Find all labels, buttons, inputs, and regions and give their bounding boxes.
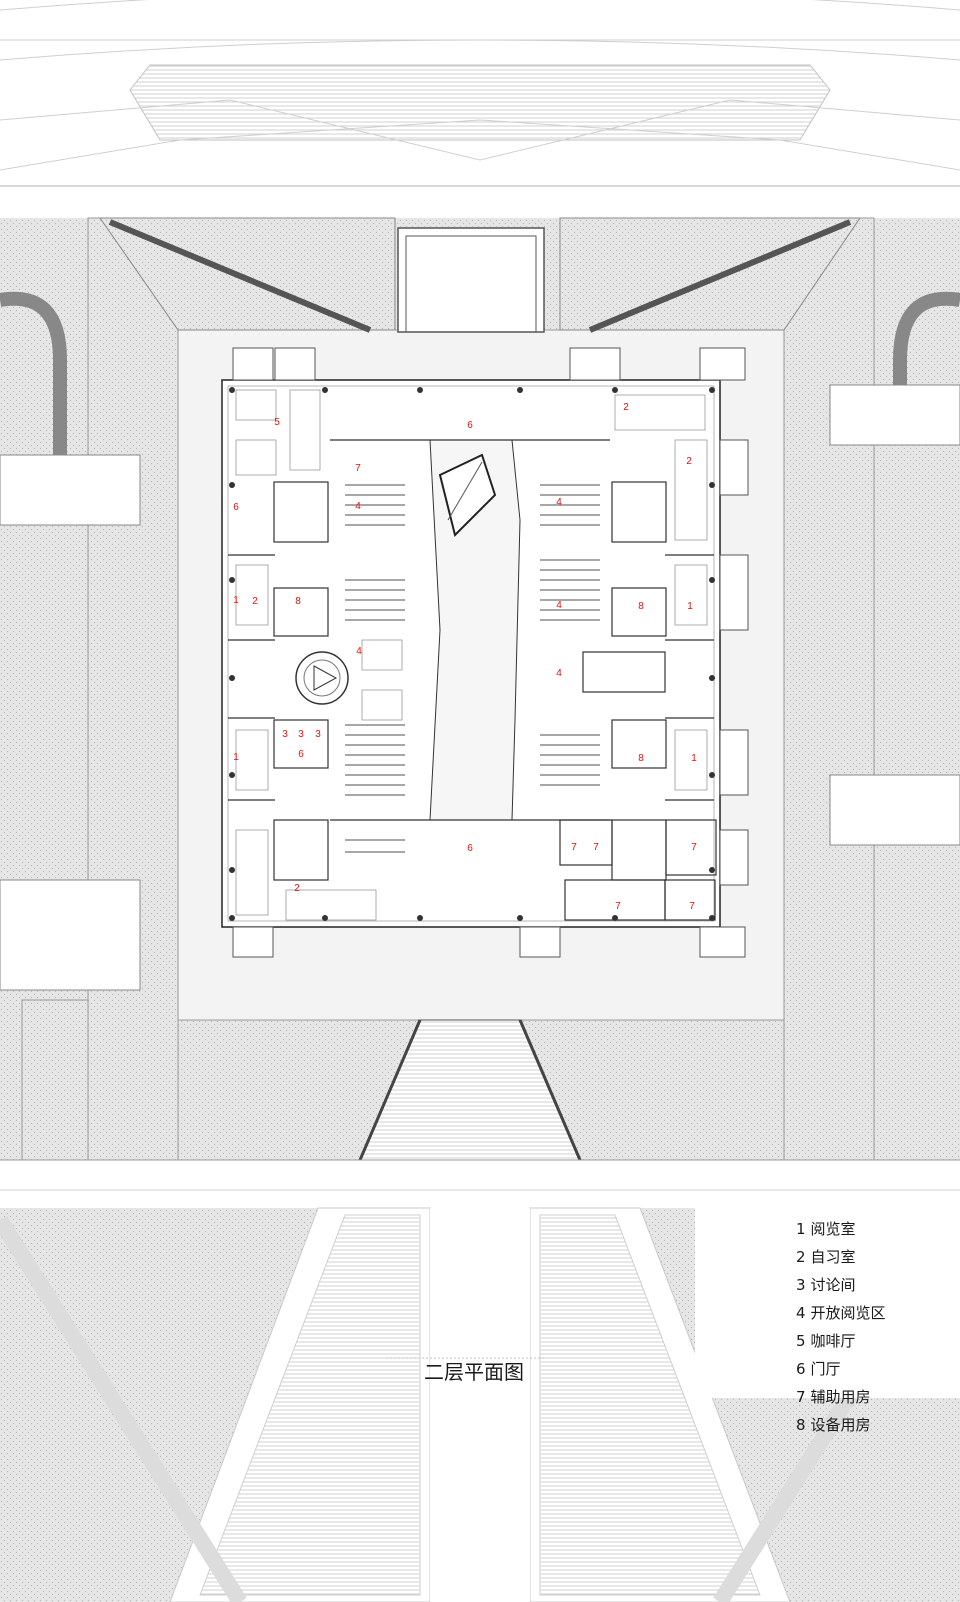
- plan-label: 4: [556, 497, 562, 508]
- plan-label: 3: [315, 729, 321, 740]
- plan-label: 8: [638, 753, 644, 764]
- plan-label: 4: [556, 600, 562, 611]
- plan-label: 2: [686, 456, 692, 467]
- plan-label: 3: [282, 729, 288, 740]
- room-number-labels: 5 7 4 6 2 6 8 2 1 4 2 4 4 8 1 3 3 3 6 1 …: [233, 402, 697, 912]
- plan-label: 1: [233, 752, 239, 763]
- plan-label: 7: [355, 463, 361, 474]
- legend-number: 5: [796, 1332, 806, 1350]
- plan-label: 6: [233, 502, 239, 513]
- plan-label: 4: [356, 646, 362, 657]
- plan-label: 3: [298, 729, 304, 740]
- legend-number: 3: [796, 1276, 806, 1294]
- plan-label: 4: [355, 501, 361, 512]
- legend-label: 自习室: [810, 1248, 856, 1266]
- plan-label: 2: [623, 402, 629, 413]
- plan-label: 7: [615, 901, 621, 912]
- plan-label: 7: [571, 842, 577, 853]
- plan-label: 2: [294, 883, 300, 894]
- legend-label: 讨论间: [810, 1276, 856, 1294]
- legend-number: 7: [796, 1388, 806, 1406]
- legend-label: 门厅: [810, 1360, 841, 1378]
- plan-label: 2: [252, 596, 258, 607]
- plan-label: 5: [274, 417, 280, 428]
- plan-label: 4: [556, 668, 562, 679]
- plan-label: 6: [467, 843, 473, 854]
- legend-label: 设备用房: [810, 1416, 871, 1434]
- plan-label: 7: [689, 901, 695, 912]
- legend-label: 咖啡厅: [810, 1332, 856, 1350]
- plan-label: 7: [593, 842, 599, 853]
- legend-number: 2: [796, 1248, 806, 1266]
- legend-label: 辅助用房: [810, 1388, 871, 1406]
- south-plaza: [0, 1189, 960, 1602]
- legend-number: 4: [796, 1304, 806, 1322]
- plan-label: 1: [691, 753, 697, 764]
- north-plaza: [0, 0, 960, 187]
- legend-label: 阅览室: [810, 1220, 856, 1238]
- legend-number: 6: [796, 1360, 806, 1378]
- library-building: [221, 347, 749, 958]
- plan-label: 8: [295, 596, 301, 607]
- legend-label: 开放阅览区: [810, 1304, 886, 1322]
- plan-label: 6: [467, 420, 473, 431]
- legend-number: 8: [796, 1416, 806, 1434]
- plan-label: 1: [687, 601, 693, 612]
- legend-number: 1: [796, 1220, 806, 1238]
- plan-label: 8: [638, 601, 644, 612]
- drawing-title: 二层平面图: [424, 1360, 524, 1384]
- plan-label: 1: [233, 595, 239, 606]
- plan-label: 6: [298, 749, 304, 760]
- plan-label: 7: [691, 842, 697, 853]
